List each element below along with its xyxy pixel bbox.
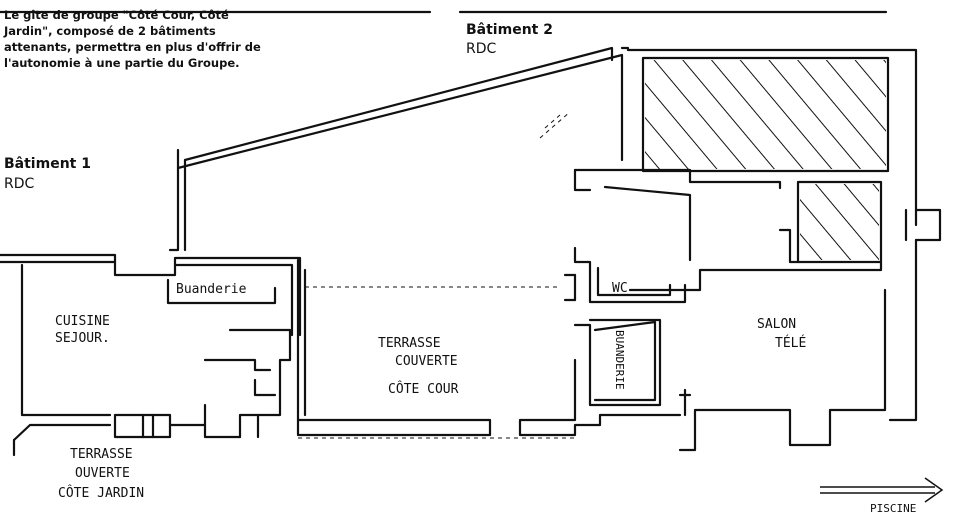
label-terrasse-jardin-1: TERRASSE	[70, 447, 133, 462]
intro-line: attenants, permettra en plus d'offrir de	[4, 40, 261, 54]
piscine-arrow-icon	[820, 477, 944, 503]
intro-line: Jardin", composé de 2 bâtiments	[4, 24, 216, 38]
label-salon: SALON	[757, 317, 796, 332]
building2-walls	[168, 46, 942, 452]
label-terrasse-cour-3: CÔTE COUR	[388, 381, 459, 397]
label-wc: WC	[612, 281, 628, 296]
label-cuisine: CUISINE	[55, 314, 110, 329]
intro-text: Le gîte de groupe "Côté Cour, Côté Jardi…	[4, 7, 304, 71]
label-buanderie-2: BUANDERIE	[613, 330, 626, 390]
label-terrasse-jardin-2: OUVERTE	[75, 466, 130, 481]
label-terrasse-cour-2: COUVERTE	[395, 354, 458, 369]
label-piscine: PISCINE	[870, 502, 916, 515]
hatched-room-2	[800, 184, 879, 260]
label-tele: TÉLÉ	[775, 335, 806, 351]
building1-walls	[0, 253, 302, 457]
hatched-room-1	[645, 60, 886, 169]
label-sejour: SEJOUR.	[55, 331, 110, 346]
dashed-stair	[544, 114, 561, 129]
building2-title: Bâtiment 2	[466, 22, 553, 38]
building2-level: RDC	[466, 41, 497, 57]
label-buanderie-1: Buanderie	[176, 282, 247, 297]
building1-title: Bâtiment 1	[4, 156, 91, 172]
label-terrasse-jardin-3: CÔTE JARDIN	[58, 485, 144, 501]
label-terrasse-cour-1: TERRASSE	[378, 336, 441, 351]
intro-line: l'autonomie à une partie du Groupe.	[4, 56, 240, 70]
building1-level: RDC	[4, 176, 35, 192]
